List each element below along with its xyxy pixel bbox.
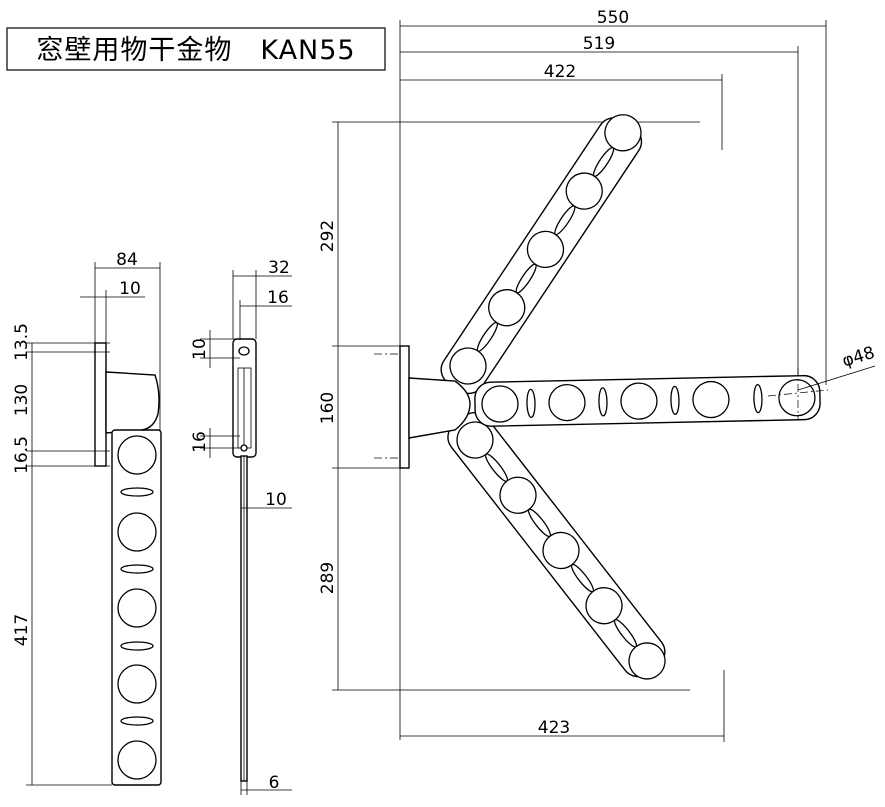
drawing-title: 窓壁用物干金物 KAN55: [36, 35, 355, 66]
dim-10-top: 10: [190, 338, 210, 360]
dim-422: 422: [544, 62, 576, 82]
dim-160: 160: [318, 392, 338, 424]
dim-550: 550: [597, 8, 629, 28]
dim-519: 519: [583, 34, 615, 54]
title-block: 窓壁用物干金物 KAN55: [6, 27, 386, 71]
dim-10: 10: [119, 279, 141, 299]
side-view: 84 10 13.5 130 16.5 417: [12, 250, 162, 786]
dim-32: 32: [268, 258, 290, 278]
dim-289: 289: [318, 562, 338, 594]
plan-view: 550 519 422 423 292 160 289 φ48: [318, 8, 877, 742]
dim-417: 417: [12, 614, 32, 646]
dim-84: 84: [116, 250, 138, 270]
dim-16: 16: [267, 288, 289, 308]
dim-423: 423: [538, 718, 570, 738]
dim-292: 292: [318, 220, 338, 252]
dim-16-5: 16.5: [12, 436, 32, 474]
edge-view: 32 16 10 16 10 6: [190, 258, 292, 795]
dim-6: 6: [269, 773, 280, 793]
dim-13-5: 13.5: [12, 323, 32, 361]
dim-10-rod: 10: [265, 490, 287, 510]
dim-16-bottom: 16: [190, 431, 210, 453]
dim-130: 130: [12, 384, 32, 416]
